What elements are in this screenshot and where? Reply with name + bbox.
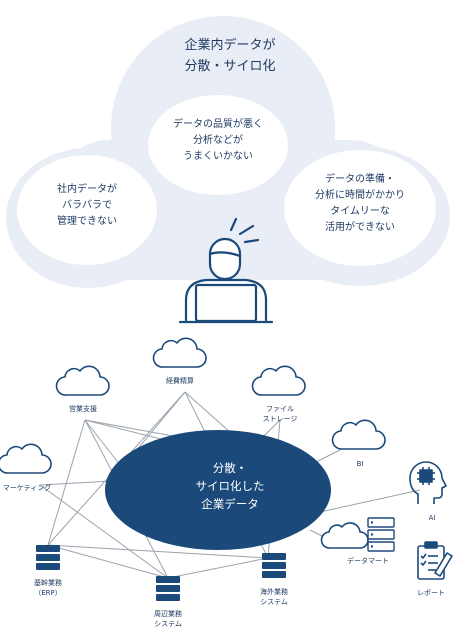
center-label: 分散・ サイロ化した 企業データ	[150, 460, 310, 513]
center-label-line-2: サイロ化した	[195, 478, 265, 493]
server-icon-overseas	[262, 553, 286, 578]
node-bi-label: BI	[356, 460, 364, 468]
cloud-title-line-2: 分散・サイロ化	[184, 58, 276, 74]
node-core-line-2: （ERP）	[34, 589, 62, 598]
bubble-quality	[148, 95, 288, 195]
node-file-storage-label: ファイル ストレージ	[250, 404, 310, 424]
silo-data-ellipse	[105, 430, 331, 550]
cloud-icon-file	[251, 365, 306, 396]
bubble-scattered-text: 社内データが バラバラで 管理できない	[27, 182, 147, 230]
bubble-timely	[284, 150, 436, 266]
report-clipboard-icon	[417, 541, 453, 580]
cloud-icon-datamart	[320, 522, 369, 549]
bubble-timely-line-4: 活用ができない	[325, 222, 395, 233]
node-file-storage-line-1: ファイル	[266, 405, 294, 413]
bubble-timely-text: データの準備・ 分析に時間がかかり タイムリーな 活用ができない	[293, 172, 427, 236]
node-core-line-1: 基幹業務	[34, 579, 62, 587]
ai-head-icon	[409, 461, 447, 504]
bubble-timely-line-2: 分析に時間がかかり	[315, 190, 405, 201]
cloud-icon-expense	[152, 337, 207, 368]
cloud-icon-sales	[55, 365, 110, 396]
bubble-scattered-line-1: 社内データが	[57, 184, 117, 195]
node-datamart-label: データマート	[347, 557, 389, 565]
bubble-scattered-line-3: 管理できない	[57, 216, 117, 227]
node-core-label: 基幹業務 （ERP）	[18, 578, 78, 598]
server-icon-core	[36, 545, 60, 570]
server-icons	[36, 545, 286, 601]
center-label-line-1: 分散・	[212, 461, 248, 475]
center-label-line-3: 企業データ	[201, 496, 259, 511]
cloud-icon-bi	[331, 419, 386, 450]
bubble-scattered-line-2: バラバラで	[62, 200, 112, 211]
bubble-quality-line-3: うまくいかない	[183, 151, 253, 162]
server-icon-datamart	[367, 517, 395, 552]
node-peripheral-label: 周辺業務 システム	[138, 609, 198, 629]
node-overseas-line-1: 海外業務	[260, 588, 288, 596]
bubble-timely-line-1: データの準備・	[325, 174, 395, 185]
bubble-scattered	[17, 155, 157, 265]
bubble-quality-text: データの品質が悪く 分析などが うまくいかない	[148, 117, 288, 165]
node-report-label: レポート	[417, 589, 445, 597]
bubble-timely-line-3: タイムリーな	[330, 206, 390, 217]
cloud-icon-marketing	[0, 443, 52, 474]
node-marketing-label: マーケティング	[2, 484, 52, 492]
bubble-quality-line-2: 分析などが	[193, 135, 243, 146]
node-file-storage-line-2: ストレージ	[262, 415, 298, 424]
node-sales-label: 営業支援	[69, 405, 97, 413]
node-expense-label: 経費精算	[166, 377, 194, 385]
node-overseas-line-2: システム	[260, 598, 288, 607]
node-peripheral-line-2: システム	[154, 620, 182, 629]
cloud-title-line-1: 企業内データが	[184, 38, 276, 53]
server-icon-peripheral	[156, 576, 180, 601]
person-icon	[178, 217, 274, 324]
node-overseas-label: 海外業務 システム	[244, 587, 304, 607]
node-peripheral-line-1: 周辺業務	[154, 610, 182, 618]
bubble-quality-line-1: データの品質が悪く	[173, 119, 263, 130]
node-ai-label: AI	[428, 514, 436, 522]
cloud-title: 企業内データが 分散・サイロ化	[130, 36, 330, 78]
